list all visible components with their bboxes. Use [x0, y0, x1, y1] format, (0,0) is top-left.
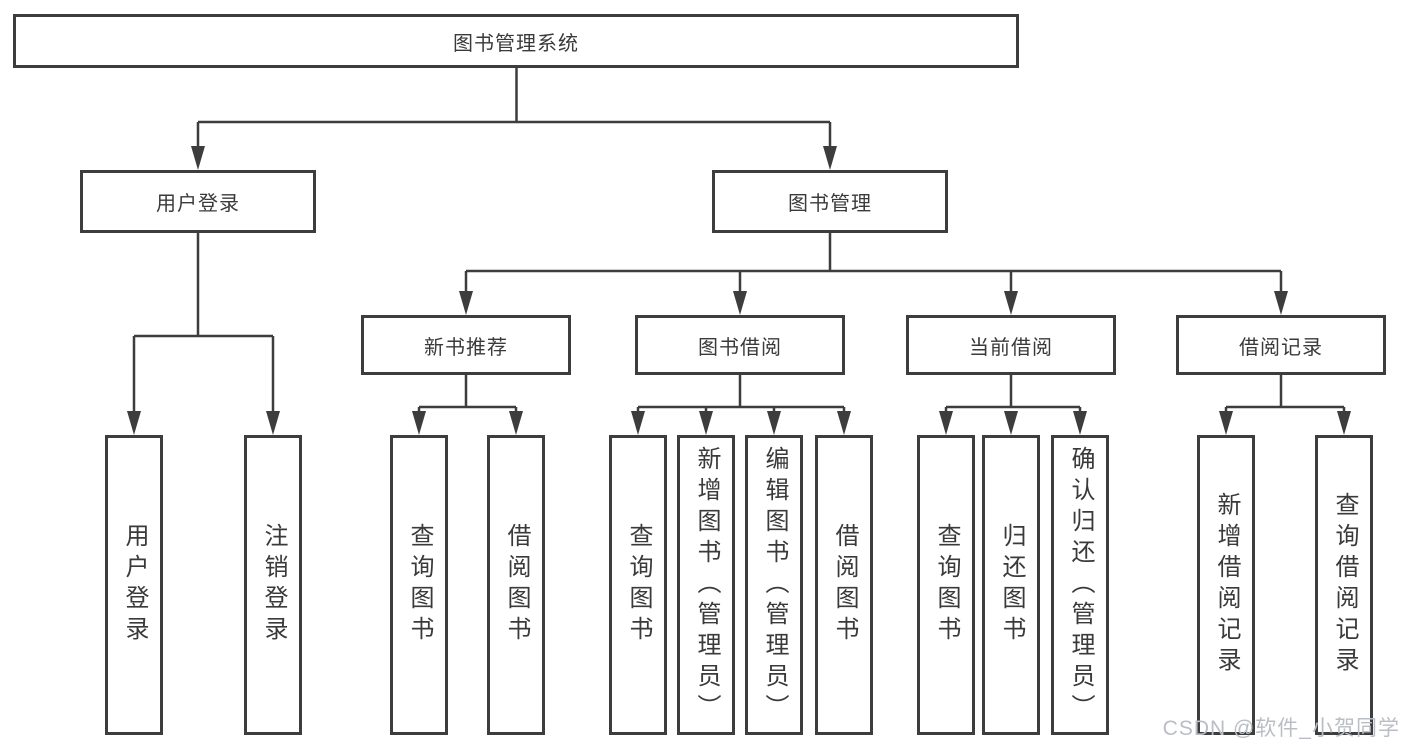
leaf-query-books: 查询图书	[390, 435, 448, 735]
arrowhead-icons	[127, 146, 1351, 435]
leaf-confirm-return-admin: 确认归还（管理员）	[1051, 435, 1109, 735]
csdn-watermark: CSDN @软件_小贺同学	[1162, 717, 1400, 740]
node-user-login: 用户登录	[80, 170, 316, 233]
leaf-borrow-books: 借阅图书	[487, 435, 545, 735]
node-borrow-records: 借阅记录	[1176, 315, 1386, 375]
leaf-query-borrow-record: 查询借阅记录	[1315, 435, 1373, 735]
node-root-system: 图书管理系统	[13, 14, 1019, 68]
leaf-logout: 注销登录	[244, 435, 302, 735]
leaf-user-login: 用户登录	[105, 435, 163, 735]
node-book-management: 图书管理	[712, 170, 948, 233]
leaf-borrow-books: 借阅图书	[815, 435, 873, 735]
leaf-add-borrow-record: 新增借阅记录	[1197, 435, 1255, 735]
leaf-query-books: 查询图书	[917, 435, 975, 735]
node-current-borrow: 当前借阅	[906, 315, 1116, 375]
leaf-add-books-admin: 新增图书（管理员）	[677, 435, 735, 735]
leaf-query-books: 查询图书	[609, 435, 667, 735]
node-new-book-recommend: 新书推荐	[361, 315, 571, 375]
leaf-return-books: 归还图书	[982, 435, 1040, 735]
leaf-edit-books-admin: 编辑图书（管理员）	[745, 435, 803, 735]
node-book-borrow: 图书借阅	[635, 315, 845, 375]
